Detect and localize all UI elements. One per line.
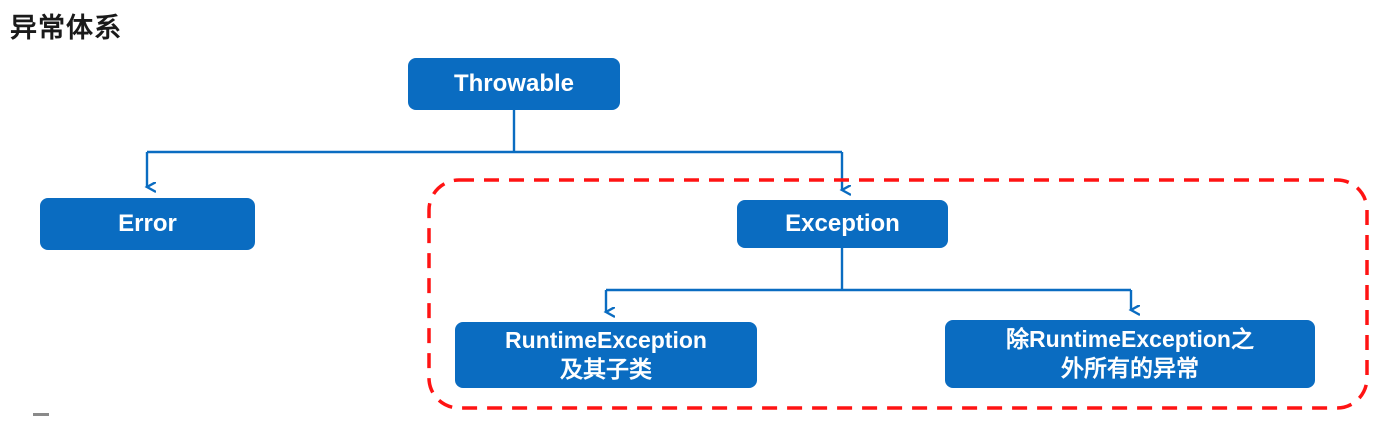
node-runtime-exception-line2: 及其子类 bbox=[560, 356, 652, 382]
node-throwable: Throwable bbox=[408, 58, 620, 110]
clipped-glyph-fragment bbox=[33, 413, 49, 421]
node-runtime-exception: RuntimeException 及其子类 bbox=[455, 322, 757, 388]
node-throwable-label: Throwable bbox=[453, 70, 574, 97]
page-title: 异常体系 bbox=[10, 13, 122, 43]
node-non-runtime-exception: 除RuntimeException之 外所有的异常 bbox=[945, 320, 1315, 388]
node-exception-label: Exception bbox=[785, 210, 900, 237]
node-exception: Exception bbox=[737, 200, 948, 248]
node-non-runtime-exception-line2: 外所有的异常 bbox=[1061, 355, 1199, 381]
node-non-runtime-exception-line1: 除RuntimeException之 bbox=[1006, 326, 1254, 353]
node-error: Error bbox=[40, 198, 255, 250]
node-runtime-exception-line1: RuntimeException bbox=[505, 327, 707, 354]
node-error-label: Error bbox=[118, 210, 177, 237]
